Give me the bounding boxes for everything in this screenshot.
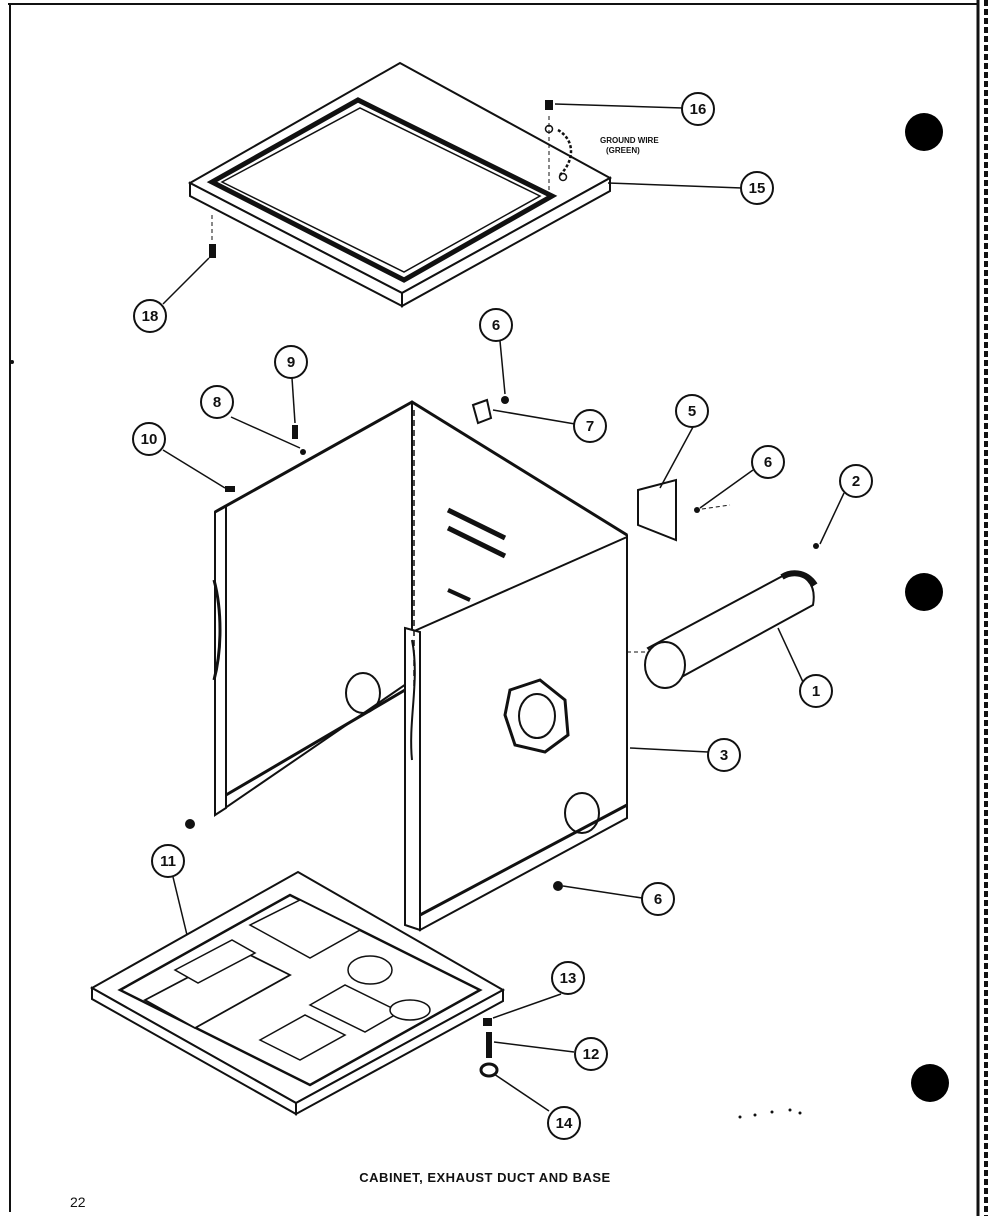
exhaust-duct (644, 570, 818, 689)
callout-6-top: 6 (479, 308, 513, 342)
top-panel-screw (209, 215, 216, 258)
svg-text:GROUND WIRE: GROUND WIRE (600, 136, 659, 145)
callout-18: 18 (133, 299, 167, 333)
duct-screw (627, 543, 819, 653)
top-panel (187, 61, 613, 308)
cabinet-screws (185, 396, 563, 891)
callout-13: 13 (551, 961, 585, 995)
callout-6-right: 6 (751, 445, 785, 479)
svg-text:3: 3 (720, 747, 728, 764)
svg-text:6: 6 (654, 891, 662, 908)
svg-text:12: 12 (583, 1046, 600, 1063)
svg-text:14: 14 (556, 1115, 573, 1132)
svg-text:1: 1 (812, 683, 820, 700)
ground-wire (544, 116, 573, 190)
svg-text:2: 2 (852, 473, 860, 490)
leveling-leg-parts (479, 1018, 499, 1078)
cover-plate (637, 478, 731, 542)
scan-speckles (10, 360, 802, 1119)
svg-text:9: 9 (287, 354, 295, 371)
callout-9: 9 (274, 345, 308, 379)
cabinet (214, 400, 628, 932)
callout-16: 16 (681, 92, 715, 126)
callout-12: 12 (574, 1037, 608, 1071)
ground-wire-note: GROUND WIRE (GREEN) (600, 136, 659, 155)
callout-10: 10 (132, 422, 166, 456)
base (89, 870, 506, 1116)
bracket (471, 398, 493, 425)
svg-text:6: 6 (764, 454, 772, 471)
svg-text:7: 7 (586, 418, 594, 435)
callout-2: 2 (839, 464, 873, 498)
svg-text:6: 6 (492, 317, 500, 334)
callout-11: 11 (151, 844, 185, 878)
svg-text:8: 8 (213, 394, 221, 411)
ground-screw (545, 100, 553, 110)
svg-text:15: 15 (749, 180, 766, 197)
callout-15: 15 (740, 171, 774, 205)
callout-6-bottom: 6 (641, 882, 675, 916)
callout-3: 3 (707, 738, 741, 772)
callout-14: 14 (547, 1106, 581, 1140)
page-number: 22 (70, 1194, 86, 1210)
callout-7: 7 (573, 409, 607, 443)
svg-text:5: 5 (688, 403, 696, 420)
diagram-caption: CABINET, EXHAUST DUCT AND BASE (359, 1170, 611, 1185)
callout-leaders (162, 103, 845, 1112)
svg-text:11: 11 (160, 853, 176, 870)
binder-holes (905, 113, 949, 1102)
svg-text:16: 16 (690, 101, 707, 118)
cabinet-details (212, 410, 600, 834)
svg-text:10: 10 (141, 431, 158, 448)
callout-1: 1 (799, 674, 833, 708)
svg-text:13: 13 (560, 970, 577, 987)
svg-text:(GREEN): (GREEN) (606, 146, 640, 155)
svg-text:18: 18 (142, 308, 159, 325)
callout-5: 5 (675, 394, 709, 428)
scan-border (8, 0, 988, 1216)
callouts: 16 15 18 6 9 8 7 10 (132, 92, 873, 1140)
callout-8: 8 (200, 385, 234, 419)
